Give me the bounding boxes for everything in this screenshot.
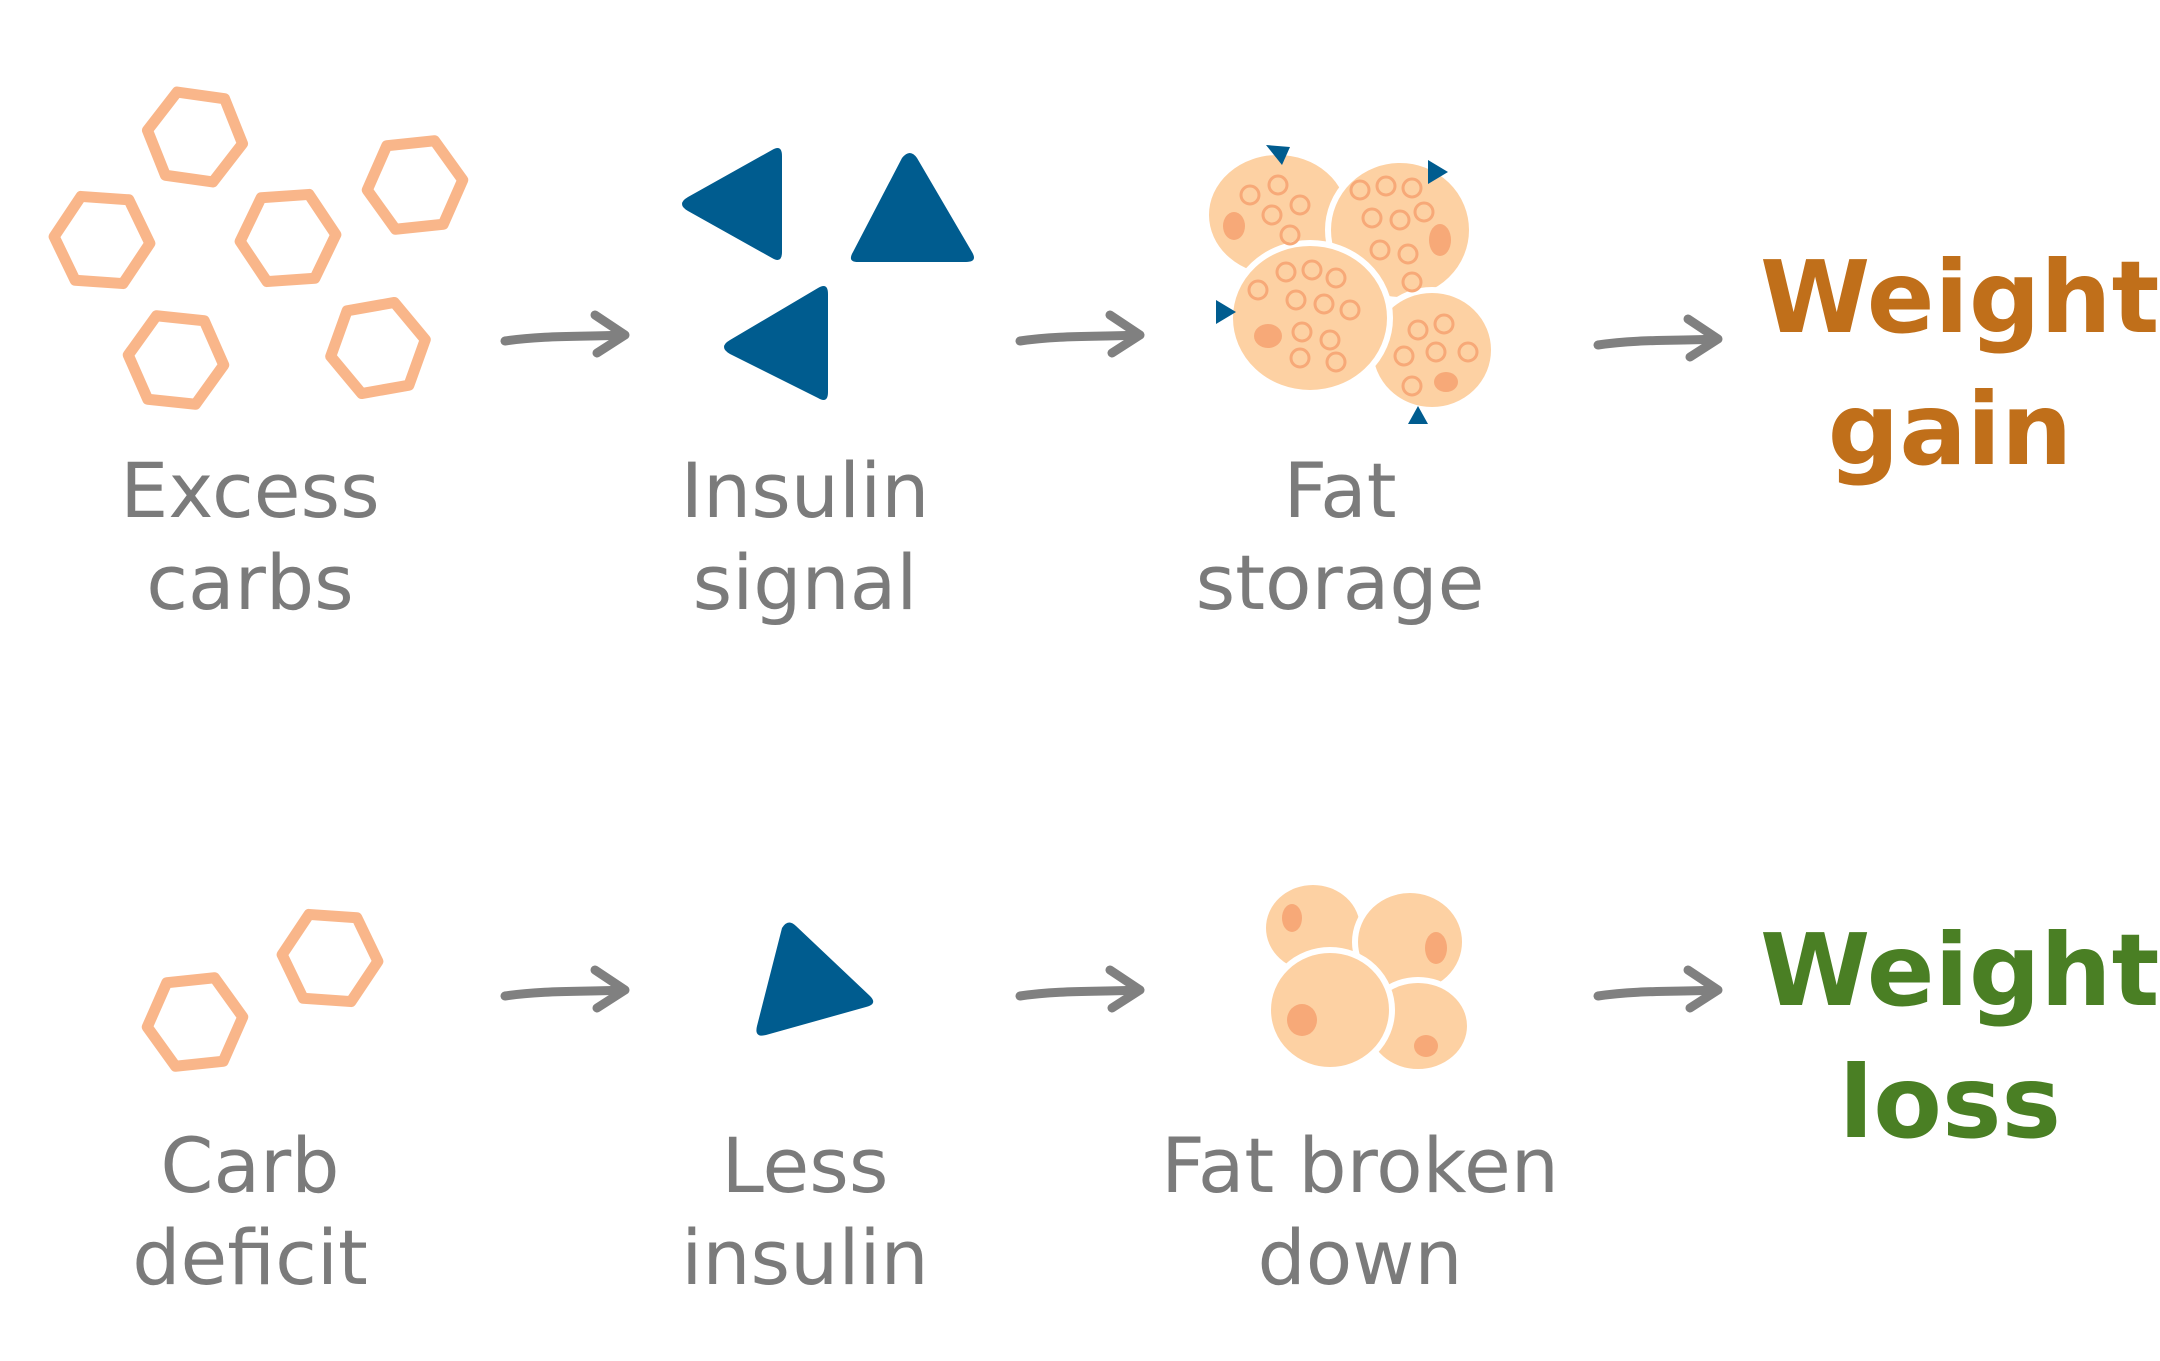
insulin-single-triangle-icon	[756, 922, 874, 1036]
arrow-icon	[505, 315, 625, 353]
fat-cells-shrinking-icon	[1260, 879, 1473, 1075]
arrow-icon	[505, 970, 625, 1008]
step-label-carb-deficit: Carb deficit	[132, 1121, 368, 1302]
step-label-insulin-signal: Insulin signal	[680, 446, 930, 627]
step-label-fat-broken-down: Fat broken down	[1161, 1121, 1559, 1302]
carb-hexagon-cluster-icon	[51, 89, 467, 407]
step-label-fat-storage: Fat storage	[1195, 446, 1485, 627]
result-weight-loss: Weight loss	[1760, 912, 2160, 1161]
result-weight-gain: Weight gain	[1760, 239, 2160, 488]
carb-hexagon-pair-icon	[143, 913, 381, 1069]
fat-cells-storing-icon	[1203, 145, 1497, 424]
arrow-icon	[1020, 315, 1140, 353]
step-label-excess-carbs: Excess carbs	[120, 446, 380, 627]
arrow-icon	[1020, 970, 1140, 1008]
arrow-icon	[1598, 970, 1718, 1008]
step-label-less-insulin: Less insulin	[681, 1121, 929, 1302]
arrow-icon	[1598, 319, 1718, 357]
insulin-triangles-icon	[682, 148, 974, 400]
